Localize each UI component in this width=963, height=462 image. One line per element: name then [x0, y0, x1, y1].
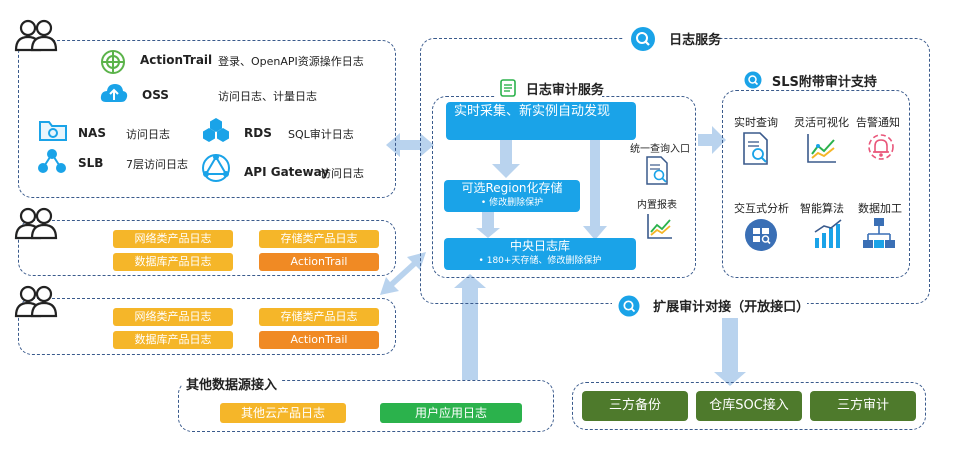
product-name-actiontrail: ActionTrail — [140, 53, 213, 67]
users-icon — [14, 207, 58, 240]
sls-support-header: SLS附带审计支持 — [740, 68, 877, 90]
sls-item-realtime-query: 实时查询 — [734, 116, 778, 129]
algorithm-icon — [814, 219, 842, 248]
log-service-header: 日志服务 — [624, 24, 722, 52]
product-desc-actiontrail: 登录、OpenAPI资源操作日志 — [218, 55, 364, 68]
product-name-oss: OSS — [142, 88, 169, 102]
group1-network-logs: 网络类产品日志 — [113, 230, 233, 248]
rds-icon — [203, 118, 229, 142]
other-sources-title: 其他数据源接入 — [182, 374, 282, 393]
product-name-rds: RDS — [244, 126, 272, 140]
extension-title: 扩展审计对接（开放接口） — [653, 300, 810, 315]
chart-icon — [647, 214, 672, 239]
sls-support-title: SLS附带审计支持 — [771, 75, 877, 90]
unified-query-label: 统一查询入口 — [630, 144, 690, 155]
central-store-box: 中央日志库 • 180+天存储、修改删除保护 — [444, 238, 636, 270]
extension-icon — [618, 295, 640, 317]
group1-actiontrail: ActionTrail — [259, 253, 379, 271]
group1-storage-logs: 存储类产品日志 — [259, 230, 379, 248]
builtin-reports-label: 内置报表 — [637, 200, 677, 211]
search-doc-icon — [646, 156, 668, 185]
central-store-sub: • 180+天存储、修改删除保护 — [478, 256, 602, 266]
account-group-1-box — [18, 220, 396, 276]
actiontrail-icon — [101, 50, 125, 74]
alert-icon — [868, 134, 894, 160]
sls-support-box — [722, 90, 910, 278]
sls-item-data-processing: 数据加工 — [858, 202, 902, 215]
realtime-collect-box: 实时采集、新实例自动发现 — [446, 102, 636, 140]
realtime-collect-text: 实时采集、新实例自动发现 — [454, 104, 611, 119]
sls-item-interactive-analysis: 交互式分析 — [734, 202, 789, 215]
analysis-icon — [745, 219, 777, 251]
oss-icon — [100, 84, 128, 102]
user-app-logs: 用户应用日志 — [380, 403, 522, 423]
sls-icon — [744, 71, 762, 89]
chart-icon — [807, 134, 836, 163]
other-cloud-logs: 其他云产品日志 — [220, 403, 346, 423]
product-desc-slb: 7层访问日志 — [126, 158, 188, 171]
account-group-2-box — [18, 298, 396, 355]
search-doc-icon — [743, 132, 768, 165]
product-desc-api-gateway: 访问日志 — [320, 167, 364, 180]
group2-storage-logs: 存储类产品日志 — [259, 308, 379, 326]
users-icon — [14, 19, 58, 52]
region-storage-title: 可选Region化存储 — [461, 181, 563, 195]
log-service-title: 日志服务 — [669, 33, 722, 48]
product-name-api-gateway: API Gateway — [244, 165, 330, 179]
region-storage-sub: • 修改删除保护 — [480, 198, 544, 208]
third-party-backup: 三方备份 — [582, 391, 688, 421]
product-name-slb: SLB — [78, 156, 104, 170]
group2-database-logs: 数据库产品日志 — [113, 331, 233, 349]
other-sources-box — [178, 380, 554, 432]
sls-item-alert: 告警通知 — [856, 116, 900, 129]
audit-service-header: 日志审计服务 — [496, 76, 604, 98]
sls-item-smart-algorithm: 智能算法 — [800, 202, 844, 215]
third-party-audit: 三方审计 — [810, 391, 916, 421]
product-desc-oss: 访问日志、计量日志 — [218, 90, 317, 103]
api-gateway-icon — [202, 154, 230, 182]
region-storage-box: 可选Region化存储 • 修改删除保护 — [444, 180, 580, 212]
data-process-icon — [863, 218, 895, 248]
audit-doc-icon — [500, 79, 516, 97]
group1-database-logs: 数据库产品日志 — [113, 253, 233, 271]
users-icon — [14, 285, 58, 318]
product-desc-rds: SQL审计日志 — [288, 128, 354, 141]
extension-header: 扩展审计对接（开放接口） — [612, 292, 810, 318]
log-service-icon — [631, 27, 655, 51]
soc-integration: 仓库SOC接入 — [696, 391, 802, 421]
group2-network-logs: 网络类产品日志 — [113, 308, 233, 326]
product-desc-nas: 访问日志 — [126, 128, 170, 141]
nas-icon — [39, 121, 67, 141]
sls-item-flexible-visualization: 灵活可视化 — [794, 116, 849, 129]
audit-service-title: 日志审计服务 — [525, 83, 604, 98]
slb-icon — [38, 149, 66, 173]
cloud-products-box — [18, 40, 396, 198]
product-name-nas: NAS — [78, 126, 106, 140]
arrow-to-extension — [714, 318, 746, 386]
central-store-title: 中央日志库 — [509, 239, 570, 253]
group2-actiontrail: ActionTrail — [259, 331, 379, 349]
extension-box — [572, 382, 926, 430]
